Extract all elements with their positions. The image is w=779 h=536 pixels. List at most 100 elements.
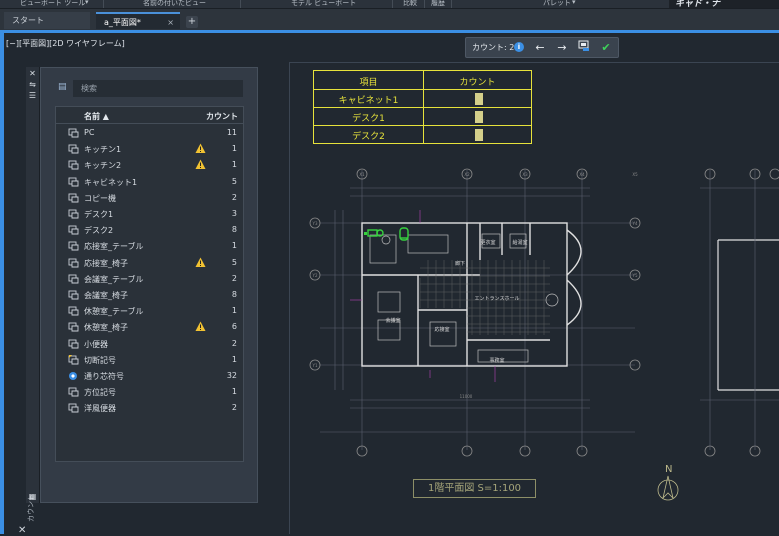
auto-hide-icon[interactable]: ⇋ bbox=[29, 80, 36, 89]
active-drawing-accent bbox=[0, 30, 779, 33]
column-header-count[interactable]: カウント bbox=[206, 112, 238, 121]
count-toolbar-label: カウント: 2 bbox=[472, 43, 515, 52]
close-icon[interactable]: × bbox=[167, 18, 174, 27]
brand-logo: キャド・ナ bbox=[669, 0, 779, 9]
block-icon bbox=[68, 371, 79, 381]
list-item[interactable]: 休憩室_テーブル 1 bbox=[56, 303, 243, 319]
block-count: 8 bbox=[231, 225, 237, 235]
room-label: 事務室 bbox=[489, 357, 504, 364]
block-count: 1 bbox=[231, 160, 237, 170]
viewport-controls-label[interactable]: [−][平面図][2D ワイヤフレーム] bbox=[6, 39, 125, 48]
new-tab-button[interactable]: + bbox=[186, 16, 198, 28]
block-name: デスク1 bbox=[84, 210, 114, 219]
warning-icon[interactable] bbox=[195, 159, 206, 170]
close-icon[interactable]: ✕ bbox=[18, 525, 27, 536]
layout-sheet-edge bbox=[289, 62, 779, 63]
ribbon-model-viewports[interactable]: モデル ビューポート bbox=[291, 0, 357, 7]
next-arrow-icon[interactable]: → bbox=[557, 41, 567, 54]
check-icon[interactable]: ✔ bbox=[601, 41, 611, 54]
block-name: 会議室_テーブル bbox=[84, 274, 144, 284]
properties-icon[interactable]: ☰ bbox=[28, 91, 37, 100]
previous-arrow-icon[interactable]: ← bbox=[535, 41, 545, 54]
chevron-down-icon[interactable]: ▾ bbox=[85, 0, 89, 6]
info-icon[interactable]: i bbox=[514, 42, 524, 52]
block-name: コピー機 bbox=[84, 193, 116, 203]
block-count: 2 bbox=[231, 338, 237, 348]
block-name: 応接室_テーブル bbox=[84, 242, 144, 252]
column-header-name[interactable]: 名前 ▲ bbox=[84, 112, 109, 121]
warning-icon[interactable] bbox=[195, 143, 206, 154]
block-count: 5 bbox=[231, 176, 237, 186]
chevron-down-icon[interactable]: ▾ bbox=[572, 0, 576, 6]
block-name: キッチン1 bbox=[84, 145, 122, 155]
block-count: 1 bbox=[231, 241, 237, 251]
block-count: 1 bbox=[231, 306, 237, 316]
ribbon-separator bbox=[451, 0, 452, 8]
insert-table-icon[interactable] bbox=[576, 40, 592, 55]
search-input[interactable] bbox=[73, 80, 243, 97]
grid-label: X4 bbox=[579, 172, 585, 177]
room-label: 応接室 bbox=[434, 326, 449, 333]
ribbon-viewport-tools[interactable]: ビューポート ツール bbox=[20, 0, 86, 7]
close-icon[interactable]: ✕ bbox=[29, 69, 36, 78]
list-item[interactable]: 会議室_テーブル 2 bbox=[56, 271, 243, 287]
list-item[interactable]: 応接室_テーブル 1 bbox=[56, 238, 243, 254]
tab-floor-plan[interactable]: a_平面図* × bbox=[96, 12, 180, 29]
ribbon-separator bbox=[240, 0, 241, 8]
block-count-icon[interactable]: ▤ bbox=[58, 82, 67, 92]
list-item[interactable]: キッチン2 1 bbox=[56, 157, 243, 173]
ribbon-compare[interactable]: 比較 bbox=[403, 0, 417, 7]
table-divider bbox=[314, 125, 531, 126]
ribbon-history[interactable]: 履歴 bbox=[431, 0, 445, 7]
block-icon bbox=[68, 160, 79, 170]
block-icon bbox=[68, 290, 79, 300]
grid-label: X5 bbox=[632, 172, 638, 177]
block-icon bbox=[68, 225, 79, 235]
ribbon-palettes[interactable]: パレット bbox=[543, 0, 571, 7]
grid-label: Y2 bbox=[312, 273, 318, 278]
block-icon bbox=[68, 241, 79, 251]
grid-label: X3 bbox=[522, 172, 528, 177]
count-table[interactable]: 項目 カウント キャビネット1 デスク1 デスク2 bbox=[313, 70, 532, 144]
table-divider bbox=[314, 89, 531, 90]
warning-icon[interactable] bbox=[195, 257, 206, 268]
viewport-border bbox=[0, 33, 4, 534]
block-icon bbox=[68, 258, 79, 268]
ribbon-named-views[interactable]: 名前の付いたビュー bbox=[143, 0, 206, 7]
ribbon-separator bbox=[392, 0, 393, 8]
block-icon bbox=[68, 403, 79, 413]
warning-icon[interactable] bbox=[195, 321, 206, 332]
block-count: 2 bbox=[231, 273, 237, 283]
list-header: 名前 ▲ カウント bbox=[56, 107, 243, 124]
count-palette-icon[interactable]: ▦ bbox=[28, 492, 37, 501]
count-toolbar: カウント: 2 i ← → ✔ bbox=[465, 37, 619, 58]
table-field-placeholder bbox=[475, 93, 483, 105]
ribbon-panel-titles: ビューポート ツール ▾ 名前の付いたビュー モデル ビューポート 比較 履歴 … bbox=[0, 0, 779, 9]
block-name: キッチン2 bbox=[84, 161, 122, 171]
grid-label: X2 bbox=[464, 172, 470, 177]
block-count: 11 bbox=[226, 128, 237, 137]
table-cell: デスク1 bbox=[352, 114, 385, 124]
block-icon bbox=[68, 193, 79, 203]
block-name: 応接室_椅子 bbox=[84, 258, 128, 268]
block-count: 2 bbox=[231, 403, 237, 413]
block-icon bbox=[68, 322, 79, 332]
floor-plan-drawing[interactable]: X1 X2 X3 X4 X5 Y1 Y2 Y3 Y4 Y5 11000 bbox=[290, 150, 779, 460]
tab-start[interactable]: スタート bbox=[4, 12, 90, 29]
block-icon bbox=[68, 387, 79, 397]
block-name: 休憩室_テーブル bbox=[84, 307, 144, 317]
